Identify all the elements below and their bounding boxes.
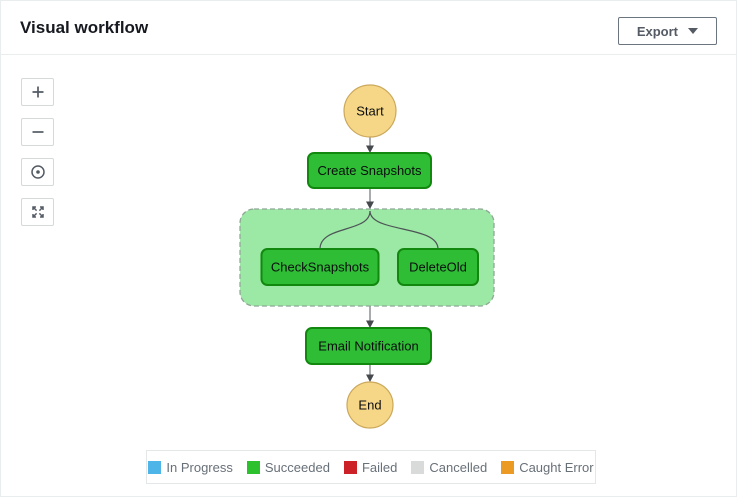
start-circle[interactable]	[343, 84, 397, 138]
page-title: Visual workflow	[20, 18, 149, 37]
node-label: Start	[356, 104, 384, 119]
task-box[interactable]	[307, 152, 432, 189]
node-email-notification[interactable]: Email Notification	[305, 327, 432, 365]
node-label: End	[358, 398, 381, 413]
task-box[interactable]	[397, 248, 479, 286]
minus-icon	[32, 131, 43, 133]
task-box[interactable]	[260, 248, 380, 286]
caret-down-icon	[688, 28, 698, 34]
node-end[interactable]: End	[346, 381, 394, 429]
legend-item-caught-error: Caught Error	[501, 459, 594, 475]
fork-edge-left	[319, 210, 371, 250]
legend-item-failed: Failed	[343, 459, 398, 475]
failed-swatch-icon	[343, 460, 357, 474]
legend-label: In Progress	[166, 459, 233, 475]
edge-start-to-create-snapshots	[366, 137, 374, 153]
cancelled-swatch-icon	[411, 460, 425, 474]
expand-arrows-icon	[31, 206, 44, 218]
export-button[interactable]: Export	[617, 17, 717, 45]
legend-item-in-progress: In Progress	[148, 459, 233, 475]
fit-view-button[interactable]	[21, 198, 54, 226]
node-delete-old[interactable]: DeleteOld	[397, 248, 479, 286]
legend-item-cancelled: Cancelled	[411, 460, 487, 475]
in-progress-swatch-icon	[148, 460, 162, 474]
center-target-icon	[30, 165, 45, 179]
edge-email-notification-to-end	[366, 364, 374, 382]
node-label: DeleteOld	[409, 260, 467, 275]
end-circle[interactable]	[346, 381, 394, 429]
node-create-snapshots[interactable]: Create Snapshots	[307, 152, 432, 189]
center-view-button[interactable]	[21, 158, 54, 186]
panel-header: Visual workflow Export	[1, 1, 736, 55]
plus-icon	[32, 86, 43, 98]
zoom-in-button[interactable]	[21, 78, 54, 106]
edge-create-snapshots-to-parallel	[366, 188, 374, 209]
legend-label: Succeeded	[264, 459, 330, 475]
succeeded-swatch-icon	[246, 460, 260, 474]
zoom-out-button[interactable]	[21, 118, 54, 146]
status-legend: In Progress Succeeded Failed Cancelled C…	[146, 450, 596, 484]
node-start[interactable]: Start	[343, 84, 397, 138]
task-box[interactable]	[305, 327, 432, 365]
edge-parallel-to-email-notification	[366, 306, 374, 328]
node-check-snapshots[interactable]: CheckSnapshots	[260, 248, 380, 286]
node-label: Email Notification	[318, 339, 418, 354]
node-label: Create Snapshots	[317, 163, 422, 178]
caught-error-swatch-icon	[501, 460, 515, 474]
zoom-toolbar	[21, 78, 54, 226]
legend-label: Failed	[361, 459, 398, 475]
fork-edge-right	[369, 210, 439, 250]
legend-item-succeeded: Succeeded	[246, 459, 330, 475]
legend-label: Caught Error	[519, 459, 594, 475]
legend-label: Cancelled	[429, 459, 488, 475]
export-button-label: Export	[636, 23, 678, 39]
node-label: CheckSnapshots	[271, 260, 370, 275]
workflow-diagram: Start Create Snapshots CheckSnapshots De…	[239, 84, 495, 429]
